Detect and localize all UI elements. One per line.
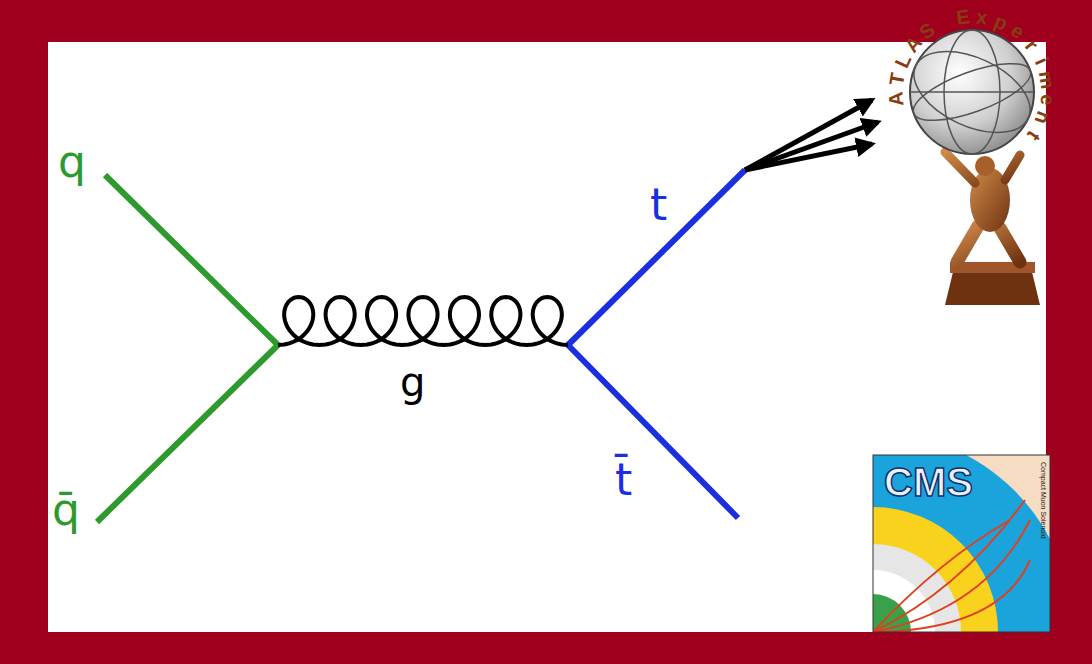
- antitop-line: [568, 345, 738, 518]
- atlas-letter: p: [991, 10, 1010, 33]
- top-line: [568, 170, 745, 345]
- gluon-curl: [278, 297, 568, 345]
- atlas-letter: T: [886, 72, 908, 87]
- atlas-letter: L: [891, 51, 914, 70]
- atlas-letter: i: [1031, 55, 1052, 68]
- gluon-label: g: [400, 362, 425, 402]
- cms-subtitle: Compact Muon Solenoid: [1040, 462, 1047, 539]
- top-label: t: [650, 183, 667, 227]
- atlas-letter: r: [1021, 36, 1042, 55]
- antiquark-line: [97, 345, 278, 522]
- antiquark-label: q̄: [52, 488, 80, 532]
- atlas-logo: [901, 30, 1042, 305]
- atlas-letter: E: [955, 6, 971, 27]
- atlas-letter: e: [1037, 93, 1058, 106]
- decay-arrows: [745, 100, 878, 170]
- atlas-letter: t: [1024, 127, 1044, 144]
- gluon-line: [278, 297, 568, 345]
- quark-line: [105, 175, 278, 345]
- atlas-letter: x: [975, 6, 989, 27]
- antitop-label: t̄: [615, 458, 632, 502]
- atlas-letter: e: [1007, 20, 1028, 43]
- atlas-letter: [938, 11, 951, 32]
- quark-label: q: [58, 140, 86, 184]
- atlas-letter: A: [886, 91, 907, 107]
- atlas-letter: n: [1032, 109, 1055, 127]
- atlas-letter: m: [1036, 70, 1059, 91]
- cms-logo-text: CMS: [884, 462, 973, 502]
- cms-logo: [873, 455, 1050, 632]
